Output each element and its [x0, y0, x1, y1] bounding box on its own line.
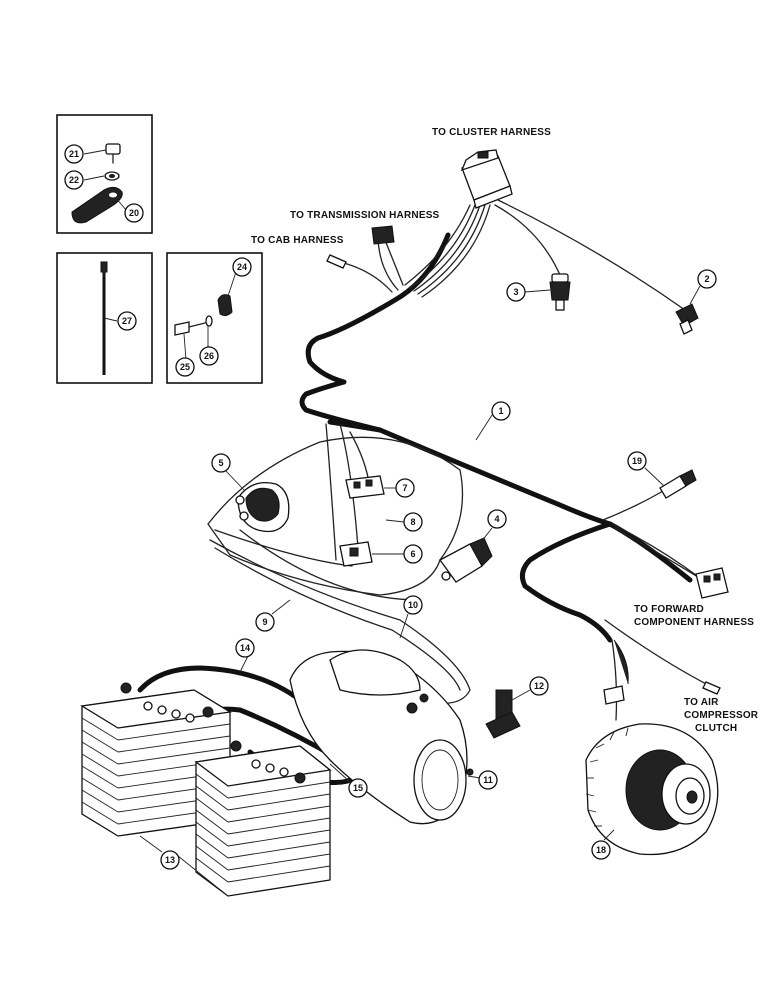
transmission-connector — [371, 225, 395, 245]
callout-19: 19 — [627, 451, 647, 471]
callout-18: 18 — [591, 840, 611, 860]
svg-text:13: 13 — [165, 855, 175, 865]
callouts: 1 2 3 4 5 6 7 8 9 10 11 12 13 14 15 18 1… — [64, 144, 717, 870]
callout-10: 10 — [403, 595, 423, 615]
cluster-connector — [460, 149, 513, 209]
svg-text:5: 5 — [218, 458, 223, 468]
label-air-line2: COMPRESSOR — [684, 710, 759, 721]
sender-19 — [659, 469, 697, 499]
svg-text:26: 26 — [204, 351, 214, 361]
callout-12: 12 — [529, 676, 549, 696]
main-harness — [299, 199, 711, 687]
callout-27: 27 — [117, 311, 137, 331]
callout-22: 22 — [64, 170, 84, 190]
svg-text:25: 25 — [180, 362, 190, 372]
batteries — [80, 682, 332, 897]
label-forward-line2: COMPONENT HARNESS — [634, 617, 754, 628]
callout-5: 5 — [211, 453, 231, 473]
callout-7: 7 — [395, 478, 415, 498]
callout-24: 24 — [232, 257, 252, 277]
callout-15: 15 — [348, 778, 368, 798]
sender-3 — [549, 273, 571, 311]
forward-connector — [695, 567, 729, 599]
svg-text:20: 20 — [129, 208, 139, 218]
svg-text:12: 12 — [534, 681, 544, 691]
svg-text:8: 8 — [410, 517, 415, 527]
svg-text:27: 27 — [122, 316, 132, 326]
text-labels: TO CLUSTER HARNESS TO TRANSMISSION HARNE… — [251, 127, 759, 734]
svg-text:19: 19 — [632, 456, 642, 466]
svg-text:9: 9 — [262, 617, 267, 627]
label-transmission-harness: TO TRANSMISSION HARNESS — [290, 210, 440, 221]
callout-13: 13 — [160, 850, 180, 870]
starter-motor — [289, 649, 474, 825]
svg-text:14: 14 — [240, 643, 250, 653]
callout-14: 14 — [235, 638, 255, 658]
callout-20: 20 — [124, 203, 144, 223]
label-cab-harness: TO CAB HARNESS — [251, 235, 344, 246]
callout-9: 9 — [255, 612, 275, 632]
callout-6: 6 — [403, 544, 423, 564]
svg-text:18: 18 — [596, 845, 606, 855]
callout-8: 8 — [403, 512, 423, 532]
svg-text:22: 22 — [69, 175, 79, 185]
label-cluster-harness: TO CLUSTER HARNESS — [432, 127, 551, 138]
callout-21: 21 — [64, 144, 84, 164]
callout-2: 2 — [697, 269, 717, 289]
svg-text:10: 10 — [408, 600, 418, 610]
svg-text:11: 11 — [483, 775, 493, 785]
callout-4: 4 — [487, 509, 507, 529]
svg-text:7: 7 — [402, 483, 407, 493]
callout-26: 26 — [199, 346, 219, 366]
svg-text:4: 4 — [494, 514, 499, 524]
callout-3: 3 — [506, 282, 526, 302]
junction-area — [207, 423, 493, 596]
svg-text:1: 1 — [498, 406, 503, 416]
cab-harness-plug — [326, 254, 347, 269]
label-forward-line1: TO FORWARD — [634, 604, 704, 615]
leader-lines — [83, 149, 701, 841]
svg-text:15: 15 — [353, 783, 363, 793]
svg-text:21: 21 — [69, 149, 79, 159]
svg-text:24: 24 — [237, 262, 247, 272]
svg-text:3: 3 — [513, 287, 518, 297]
air-compressor-plug — [702, 681, 721, 695]
label-air-line3: CLUTCH — [695, 723, 737, 734]
svg-text:6: 6 — [410, 549, 415, 559]
svg-text:2: 2 — [704, 274, 709, 284]
alternator — [585, 639, 719, 856]
callout-25: 25 — [175, 357, 195, 377]
connector-12 — [485, 689, 521, 739]
callout-1: 1 — [491, 401, 511, 421]
sender-2 — [675, 303, 699, 335]
label-air-line1: TO AIR — [684, 697, 719, 708]
callout-11: 11 — [478, 770, 498, 790]
